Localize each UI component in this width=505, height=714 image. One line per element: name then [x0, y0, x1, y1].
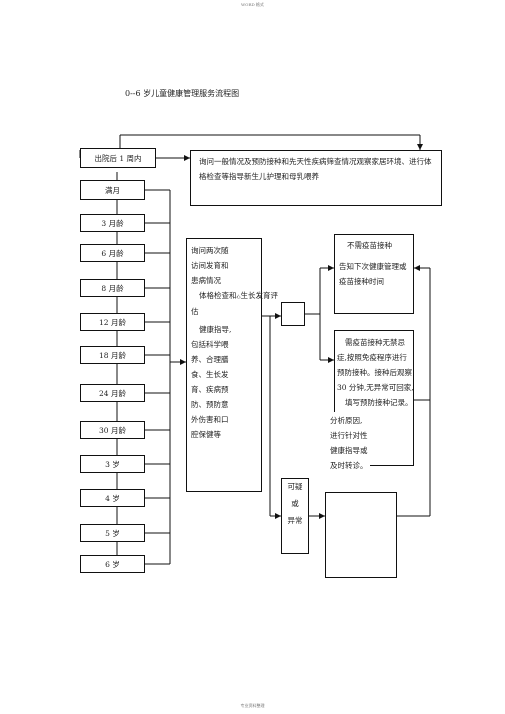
age-label: 3 月龄 [101, 219, 124, 228]
abnormal-line: 异常 [287, 516, 303, 525]
followup-line: 访间发育和 [191, 261, 229, 270]
age-box-30m: 30 月龄 [80, 421, 145, 439]
followup-line: 患病情况 [191, 276, 221, 285]
age-box-4y: 4 岁 [80, 489, 145, 507]
age-label: 6 岁 [105, 560, 120, 569]
followup-line: 腔保健等 [191, 430, 221, 439]
age-box-1m: 满月 [80, 180, 145, 200]
vaccine-line: 预防接种。接种后观察 [337, 368, 412, 377]
age-box-12m: 12 月龄 [80, 313, 145, 331]
age-label: 30 月龄 [99, 426, 126, 435]
age-label: 24 月龄 [99, 389, 126, 398]
followup-line: 体格检查和心生长发育评 [191, 288, 278, 304]
abnormal-line: 或 [291, 499, 299, 508]
referral-box [325, 492, 397, 578]
age-label: 出院后 1 周内 [94, 154, 142, 163]
vaccine-line: 30 分钟,无异常可回家, [337, 383, 414, 392]
followup-line: 外伤害和口 [191, 415, 229, 424]
age-label: 5 岁 [105, 529, 120, 538]
age-label: 18 月龄 [99, 351, 126, 360]
followup-small-text: 心 [236, 294, 241, 299]
referral-line: 及时转诊。 [330, 461, 368, 470]
no-vaccine-box: 不需疫苗接种 告知下次健康管理或 疫苗接种时间 [334, 234, 414, 314]
followup-text: 生长发育评 [240, 291, 279, 300]
followup-line: 健康指导, [199, 325, 232, 334]
age-label: 满月 [105, 186, 120, 195]
age-label: 12 月龄 [99, 318, 126, 327]
age-label: 4 岁 [105, 494, 120, 503]
referral-line: 健康指导或 [330, 446, 368, 455]
followup-line: 估 [191, 307, 199, 316]
referral-line: 进行针对性 [330, 431, 368, 440]
followup-line: 育、疾病预 [191, 385, 229, 394]
vaccine-line: 填写预防接种记录。 [345, 398, 413, 407]
age-box-3m: 3 月龄 [80, 214, 145, 232]
abnormal-line: 可疑 [287, 482, 303, 491]
followup-text: 体格检查和 [199, 291, 237, 300]
referral-text: 分析原因, 进行针对性 健康指导或 及时转诊。 [328, 412, 370, 474]
age-label: 8 月龄 [101, 284, 124, 293]
decision-box [281, 302, 305, 326]
no-vaccine-line: 疫苗接种时间 [339, 277, 384, 286]
no-vaccine-title: 不需疫苗接种 [347, 241, 392, 250]
page-footer: 专业资料整理 [240, 703, 265, 708]
followup-line: 食、生长发 [191, 370, 229, 379]
age-box-6y: 6 岁 [80, 555, 145, 573]
age-label: 3 岁 [105, 460, 120, 469]
age-box-18m: 18 月龄 [80, 346, 145, 364]
page-header: WORD 格式 [241, 2, 264, 7]
age-box-24m: 24 月龄 [80, 384, 145, 402]
age-label: 6 月龄 [101, 249, 124, 258]
diagram-title: 0--6 岁儿童健康管理服务流程图 [125, 89, 240, 98]
vaccine-line: 需疫苗接种无禁忌 [345, 338, 405, 347]
age-box-5y: 5 岁 [80, 524, 145, 542]
followup-box: 询问两次随 访间发育和 患病情况 体格检查和心生长发育评 估 健康指导, 包括科… [186, 238, 278, 492]
followup-line: 询问两次随 [191, 246, 229, 255]
referral-line: 分析原因, [330, 416, 363, 425]
first-visit-box: 询问一般情况及预防接种和先天性疾病筛查情况观察家居环境、进行体格检查等指导新生儿… [190, 150, 442, 206]
followup-line: 养、合理膳 [191, 355, 229, 364]
no-vaccine-line: 告知下次健康管理或 [339, 262, 407, 271]
age-box-3y: 3 岁 [80, 455, 145, 473]
abnormal-box: 可疑 或 异常 [281, 478, 309, 554]
first-visit-text: 询问一般情况及预防接种和先天性疾病筛查情况观察家居环境、进行体格检查等指导新生儿… [199, 157, 432, 181]
followup-line: 包括科学喂 [191, 340, 229, 349]
age-box-6m: 6 月龄 [80, 244, 145, 262]
vaccine-line: 症,按照免疫程序进行 [337, 353, 407, 362]
age-box-newborn: 出院后 1 周内 [80, 148, 156, 168]
age-box-8m: 8 月龄 [80, 279, 145, 297]
followup-line: 防、预防意 [191, 400, 229, 409]
